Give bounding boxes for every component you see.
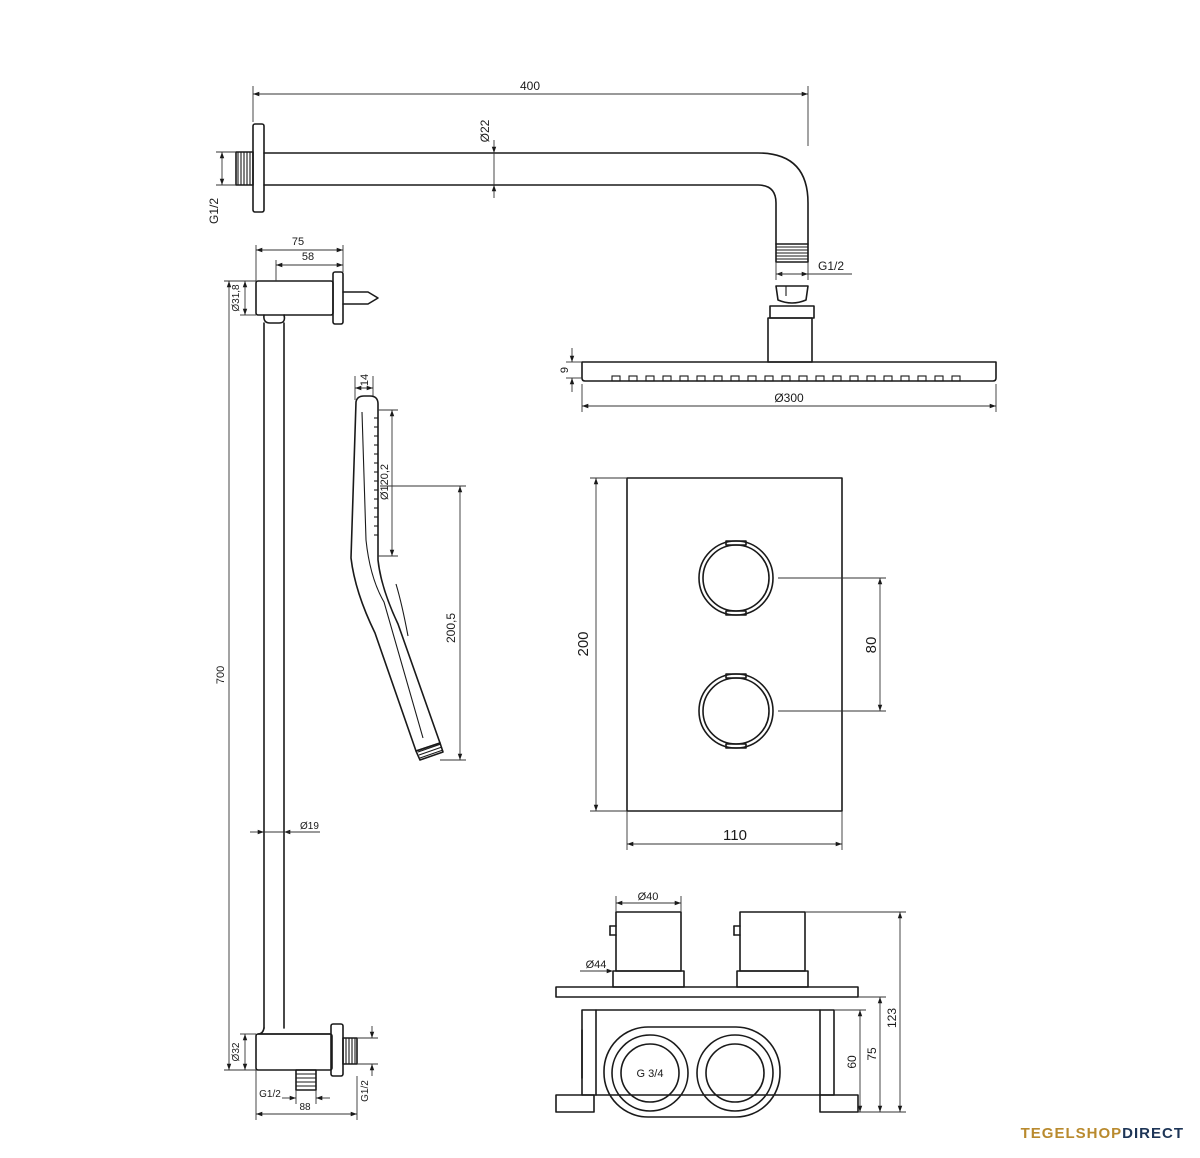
rain-head-nozzle: [611, 375, 621, 382]
plate-knob-spacing-label: 80: [863, 637, 880, 654]
mixer-box-depth-label: 60: [845, 1055, 859, 1069]
rain-head-nozzle: [866, 375, 876, 382]
mixer-body-dimensions: Ø40 Ø44 123 75 60: [580, 891, 906, 1113]
rain-head: [581, 361, 997, 382]
plate-height-label: 200: [575, 631, 592, 656]
mixer-base-diameter-label: Ø44: [586, 959, 607, 971]
arm-length-label: 400: [520, 79, 540, 93]
rail-inlet-thread-label: G1/2: [360, 1080, 371, 1102]
rain-head-diameter-label: Ø300: [774, 391, 804, 405]
brand-logo: TEGELSHOPDIRECT: [1021, 1125, 1184, 1142]
hand-shower-depth-label: 14: [359, 374, 371, 386]
rain-head-nozzle: [934, 375, 944, 382]
hand-shower-nozzles: [374, 417, 378, 536]
hand-shower-head-diameter-label: Ø120,2: [379, 464, 391, 500]
rail-bracket-diameter-label: Ø31,8: [231, 284, 242, 312]
rain-head-nozzle: [747, 375, 757, 382]
rain-head-nozzle: [951, 375, 961, 382]
brand-logo-part2: DIRECT: [1122, 1125, 1184, 1142]
hand-shower-length-label: 200,5: [444, 613, 458, 643]
shower-arm-dimensions: 400 Ø22 G1/2 G1/2: [207, 79, 852, 280]
rain-head-nozzle: [883, 375, 893, 382]
shower-arm: [235, 123, 815, 363]
mixer-total-depth-label: 123: [885, 1008, 899, 1028]
rail-bracket-length-label: 75: [292, 236, 304, 248]
arm-wall-thread-label: G1/2: [207, 198, 221, 224]
mixer-connection-label: G 3/4: [637, 1068, 664, 1080]
rain-head-thickness-label: 9: [559, 367, 571, 373]
rain-head-nozzle: [713, 375, 723, 382]
hand-shower-dimensions: 14 Ø120,2 200,5: [354, 374, 466, 761]
rain-head-nozzle: [815, 375, 825, 382]
arm-diameter-label: Ø22: [478, 119, 492, 142]
rain-head-nozzle: [764, 375, 774, 382]
rain-head-nozzles: [611, 375, 961, 382]
mixer-body-depth-label: 75: [865, 1047, 879, 1061]
plate-width-label: 110: [723, 827, 747, 844]
rail-rod-diameter-label: Ø19: [300, 821, 319, 832]
rail-bottom-diameter-label: Ø32: [231, 1042, 242, 1061]
hand-shower: [350, 395, 444, 761]
rain-head-dimensions: 9 Ø300: [559, 348, 997, 412]
rail-bracket-inner-label: 58: [302, 251, 314, 263]
brand-logo-part1: TEGELSHOP: [1020, 1125, 1123, 1142]
thermostat-plate-dimensions: 200 80 110: [575, 477, 886, 850]
rain-head-nozzle: [849, 375, 859, 382]
mixer-body: G 3/4: [555, 911, 859, 1118]
rail-bottom-width-label: 88: [299, 1102, 311, 1113]
rain-head-nozzle: [628, 375, 638, 382]
rain-head-nozzle: [679, 375, 689, 382]
arm-head-thread-label: G1/2: [818, 259, 844, 273]
rain-head-nozzle: [798, 375, 808, 382]
rain-head-nozzle: [781, 375, 791, 382]
mixer-knob-diameter-label: Ø40: [638, 891, 659, 903]
rain-head-nozzle: [832, 375, 842, 382]
rail-outlet-thread-label: G1/2: [259, 1089, 281, 1100]
rain-head-nozzle: [645, 375, 655, 382]
slide-rail: [255, 271, 379, 1091]
rain-head-nozzle: [900, 375, 910, 382]
slide-rail-dimensions: 75 58 Ø31,8 700 Ø19 Ø32 G1/2 88 G1/2: [215, 236, 378, 1120]
thermostat-plate: [626, 477, 843, 812]
rain-head-nozzle: [917, 375, 927, 382]
rail-height-label: 700: [215, 666, 227, 684]
rain-head-nozzle: [662, 375, 672, 382]
rain-head-nozzle: [730, 375, 740, 382]
rain-head-nozzle: [696, 375, 706, 382]
